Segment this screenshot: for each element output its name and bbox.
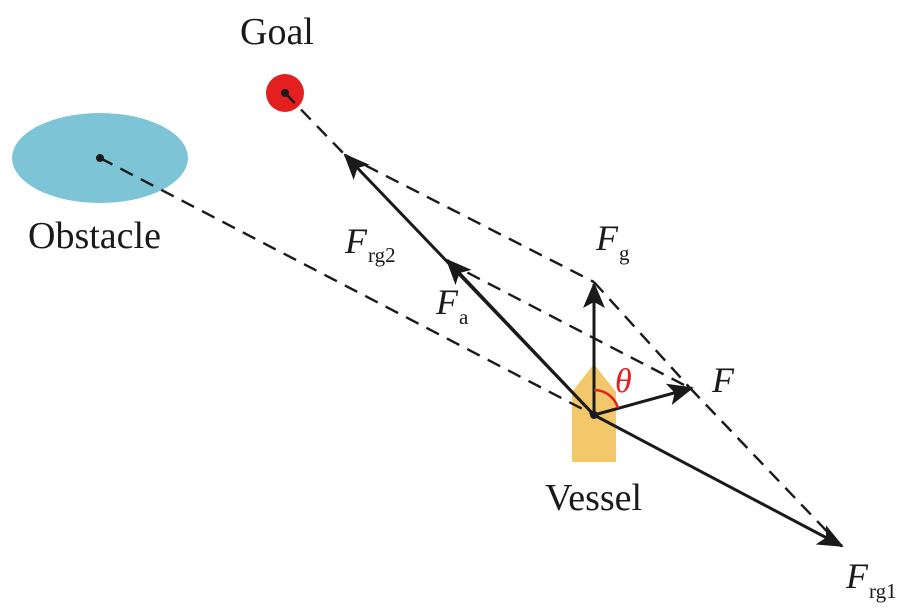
dashed-fa-to-f xyxy=(446,260,691,390)
dashed-goal-to-frg2 xyxy=(284,92,346,156)
goal-label: Goal xyxy=(240,11,314,53)
vessel-label: Vessel xyxy=(545,477,642,519)
label-frg2: Frg2 xyxy=(344,221,396,267)
label-fg: Fg xyxy=(595,218,630,265)
dashed-frg2-parallel xyxy=(344,153,595,284)
dashed-f-to-frg1 xyxy=(689,387,841,546)
vector-frg1 xyxy=(593,413,844,548)
angle-arc xyxy=(593,388,620,409)
vector-fa xyxy=(445,258,596,417)
theta-label: θ xyxy=(615,363,632,400)
label-frg1: Frg1 xyxy=(845,556,897,603)
vector-f xyxy=(593,383,694,417)
dashed-obstacle-to-vessel xyxy=(99,156,595,417)
label-f: F xyxy=(711,360,735,400)
obstacle-label: Obstacle xyxy=(28,215,161,257)
dashed-fg-to-f xyxy=(593,281,691,389)
label-fa: Fa xyxy=(435,282,469,329)
vessel-origin-dot xyxy=(590,411,598,419)
